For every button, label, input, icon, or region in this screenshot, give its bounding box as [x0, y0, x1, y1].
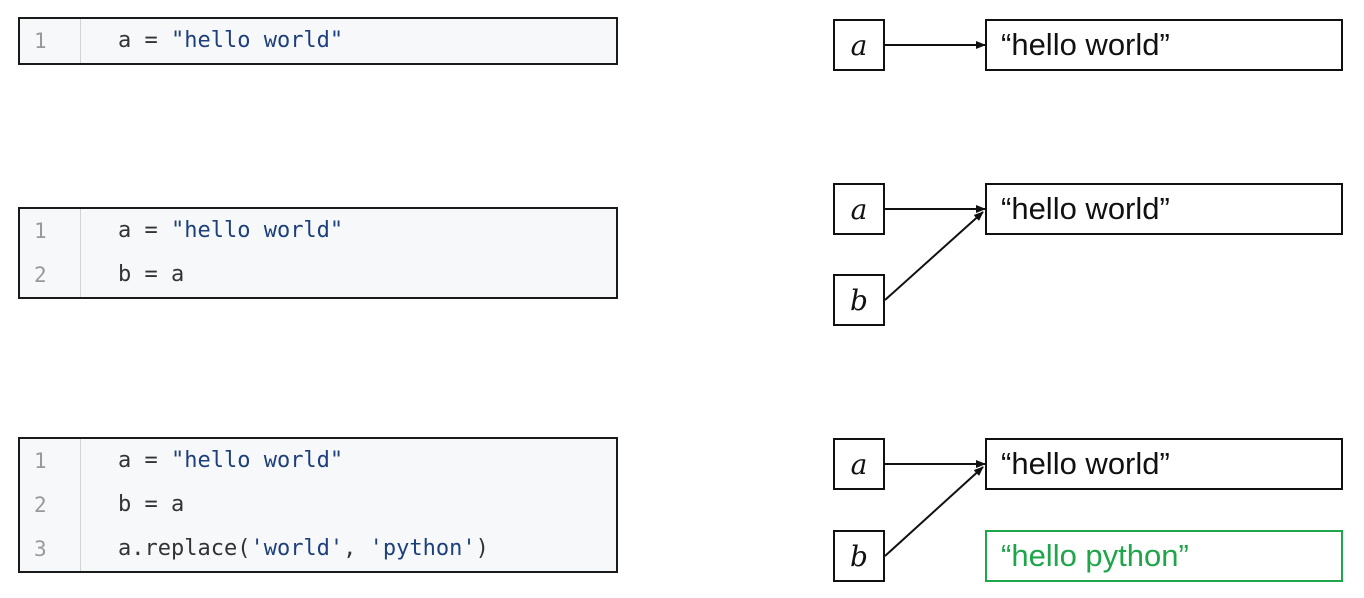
code-text: a = "hello world" [118, 19, 343, 63]
code-text: b = a [118, 253, 184, 297]
variable-b-box: b [833, 530, 885, 582]
variable-a-box: a [833, 19, 885, 71]
line-number: 1 [34, 219, 47, 243]
code-block-1: 1 a = "hello world" [18, 17, 618, 65]
variable-name: a [850, 192, 868, 226]
gutter [20, 209, 81, 253]
value-text: “hello python” [1001, 538, 1189, 573]
code-token: b = a [118, 262, 185, 287]
code-text: a = "hello world" [118, 209, 343, 253]
gutter [20, 439, 81, 483]
gutter [20, 19, 81, 63]
gutter [20, 253, 81, 297]
code-line: 2 b = a [20, 483, 616, 527]
value-text: “hello world” [1001, 446, 1170, 481]
code-line: 3 a.replace('world', 'python') [20, 527, 616, 571]
code-line: 1 a = "hello world" [20, 439, 616, 483]
code-token: a.replace( [118, 536, 251, 561]
string-literal: "hello world" [170, 28, 344, 53]
code-text: a = "hello world" [118, 439, 343, 483]
code-line: 1 a = "hello world" [20, 19, 616, 63]
code-token: b = a [118, 492, 185, 517]
arrow-b-to-value [884, 211, 984, 301]
string-literal: 'python' [369, 536, 476, 561]
line-number: 2 [34, 263, 47, 287]
variable-a-box: a [833, 438, 885, 490]
code-text: a.replace('world', 'python') [118, 527, 489, 571]
code-token: ) [475, 536, 489, 561]
code-text: b = a [118, 483, 184, 527]
string-literal: 'world' [250, 536, 344, 561]
code-token: , [343, 536, 370, 561]
variable-name: b [850, 539, 868, 573]
line-number: 2 [34, 493, 47, 517]
code-token: a = [118, 28, 171, 53]
variable-name: a [850, 447, 868, 481]
value-box: “hello world” [985, 438, 1343, 490]
variable-b-box: b [833, 274, 885, 326]
string-literal: "hello world" [170, 448, 344, 473]
variable-a-box: a [833, 183, 885, 235]
code-block-2: 1 a = "hello world" 2 b = a [18, 207, 618, 299]
value-text: “hello world” [1001, 191, 1170, 226]
code-line: 2 b = a [20, 253, 616, 297]
variable-name: b [850, 283, 868, 317]
value-box: “hello world” [985, 183, 1343, 235]
string-literal: "hello world" [170, 218, 344, 243]
variable-name: a [850, 28, 868, 62]
gutter [20, 483, 81, 527]
arrow-b-to-value [884, 466, 984, 557]
gutter [20, 527, 81, 571]
new-value-box: “hello python” [985, 530, 1343, 582]
line-number: 1 [34, 29, 47, 53]
code-block-3: 1 a = "hello world" 2 b = a 3 a.replace(… [18, 437, 618, 573]
line-number: 3 [34, 537, 47, 561]
code-line: 1 a = "hello world" [20, 209, 616, 253]
value-text: “hello world” [1001, 27, 1170, 62]
value-box: “hello world” [985, 19, 1343, 71]
line-number: 1 [34, 449, 47, 473]
code-token: a = [118, 448, 171, 473]
code-token: a = [118, 218, 171, 243]
